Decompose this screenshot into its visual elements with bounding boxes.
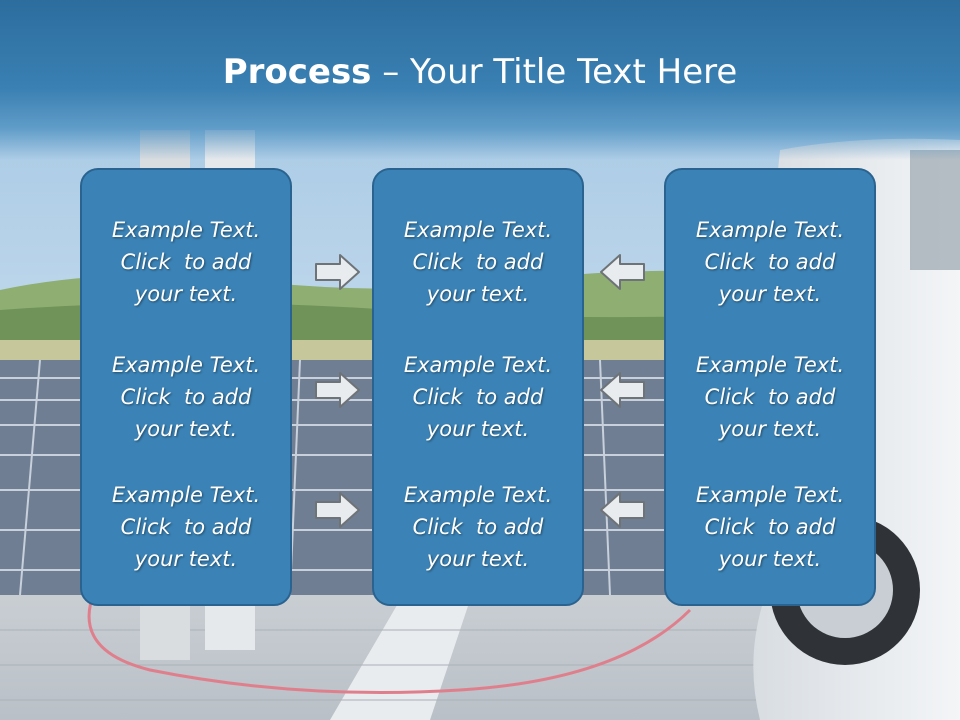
text-line: Example Text.: [695, 218, 845, 242]
text-line: your text.: [718, 547, 822, 571]
arrow-right-icon: [315, 254, 360, 290]
text-line: your text.: [134, 282, 238, 306]
slide-title[interactable]: Process – Your Title Text Here: [0, 52, 960, 92]
text-line: Click to add: [704, 515, 836, 539]
text-line: your text.: [426, 282, 530, 306]
text-line: Click to add: [412, 515, 544, 539]
process-panel-right: Example Text. Click to add your text. Ex…: [664, 168, 876, 606]
text-line: your text.: [718, 282, 822, 306]
text-line: your text.: [134, 547, 238, 571]
title-rest-part: – Your Title Text Here: [371, 52, 738, 92]
text-line: Example Text.: [111, 218, 261, 242]
text-line: Example Text.: [111, 353, 261, 377]
panel-text-cell[interactable]: Example Text. Click to add your text.: [374, 349, 582, 445]
panel-text-cell[interactable]: Example Text. Click to add your text.: [82, 349, 290, 445]
panel-text-cell[interactable]: Example Text. Click to add your text.: [82, 479, 290, 575]
panel-text-cell[interactable]: Example Text. Click to add your text.: [666, 349, 874, 445]
arrow-right-icon: [315, 492, 360, 528]
text-line: your text.: [134, 417, 238, 441]
text-line: Click to add: [412, 385, 544, 409]
arrow-left-icon: [600, 254, 645, 290]
panel-text-cell[interactable]: Example Text. Click to add your text.: [374, 214, 582, 310]
panel-text-cell[interactable]: Example Text. Click to add your text.: [374, 479, 582, 575]
text-line: Example Text.: [403, 483, 553, 507]
text-line: Example Text.: [695, 483, 845, 507]
text-line: Click to add: [704, 385, 836, 409]
text-line: your text.: [718, 417, 822, 441]
text-line: Click to add: [120, 515, 252, 539]
panel-text-cell[interactable]: Example Text. Click to add your text.: [666, 214, 874, 310]
text-line: Click to add: [412, 250, 544, 274]
process-panel-left: Example Text. Click to add your text. Ex…: [80, 168, 292, 606]
arrow-left-icon: [600, 372, 645, 408]
panel-text-cell[interactable]: Example Text. Click to add your text.: [82, 214, 290, 310]
arrow-right-icon: [315, 372, 360, 408]
text-line: your text.: [426, 547, 530, 571]
text-line: Example Text.: [111, 483, 261, 507]
arrow-left-icon: [600, 492, 645, 528]
text-line: Example Text.: [403, 353, 553, 377]
title-band: [0, 0, 960, 160]
text-line: Example Text.: [403, 218, 553, 242]
process-panel-center: Example Text. Click to add your text. Ex…: [372, 168, 584, 606]
text-line: Click to add: [120, 385, 252, 409]
panel-text-cell[interactable]: Example Text. Click to add your text.: [666, 479, 874, 575]
title-bold-part: Process: [222, 52, 372, 92]
text-line: Click to add: [704, 250, 836, 274]
text-line: your text.: [426, 417, 530, 441]
text-line: Example Text.: [695, 353, 845, 377]
text-line: Click to add: [120, 250, 252, 274]
